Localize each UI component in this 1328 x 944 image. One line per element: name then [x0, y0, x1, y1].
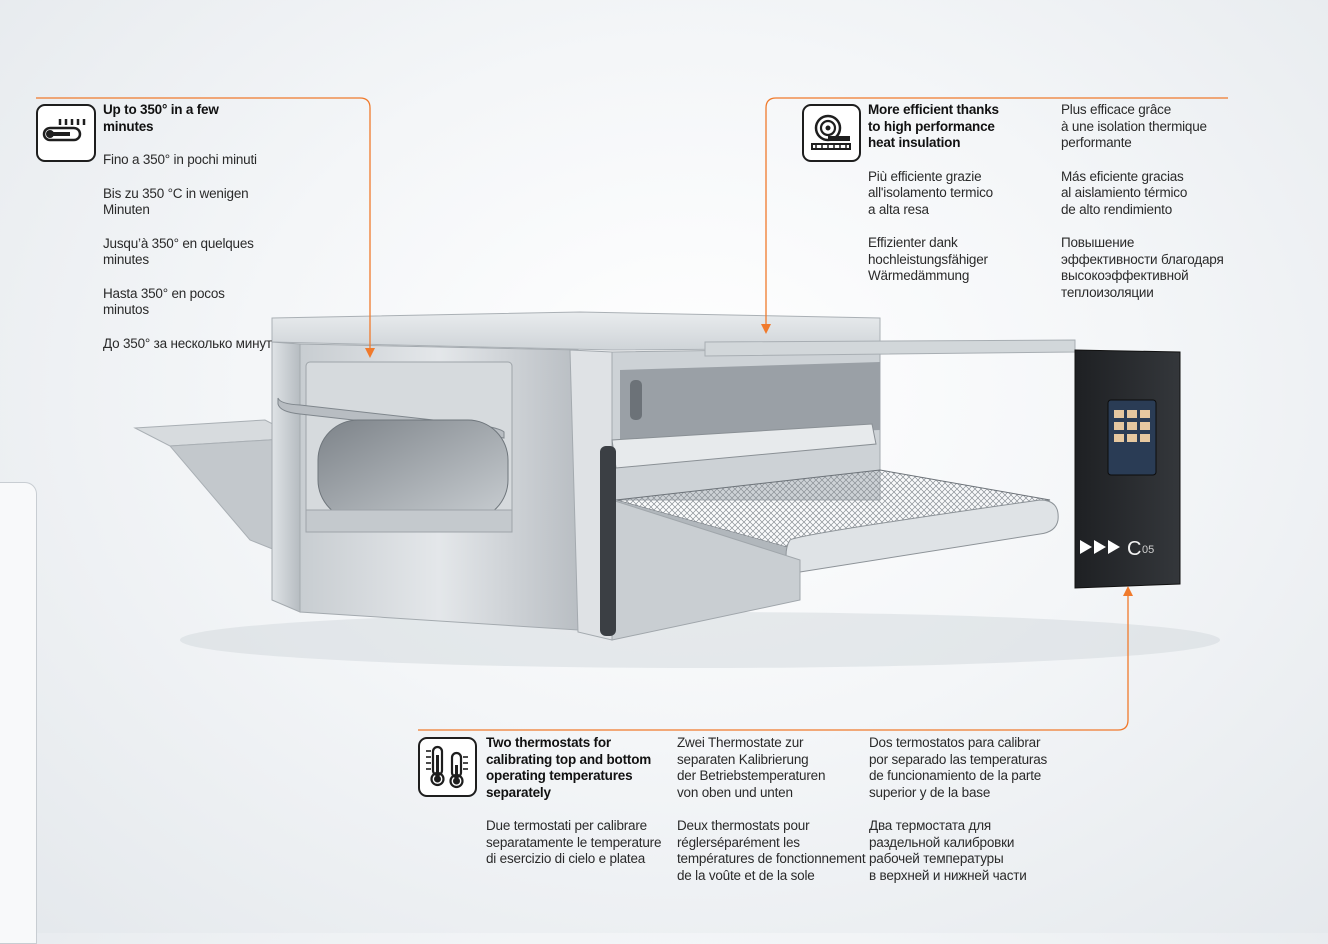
feature-thermostats-fr: Deux thermostats pour réglerséparément l… [677, 818, 866, 883]
feature-heat-title: Up to 350° in a few minutes [103, 102, 219, 134]
feature-thermostats-col2: Zwei Thermostate zur separaten Kalibrier… [677, 735, 867, 901]
feature-thermostats-de: Zwei Thermostate zur separaten Kalibrier… [677, 735, 826, 800]
feature-thermostats-title: Two thermostats for calibrating top and … [486, 735, 652, 800]
feature-insulation-col2: Plus efficace grâce à une isolation ther… [1061, 102, 1251, 318]
feature-thermostats-es: Dos termostatos para calibrar por separa… [869, 735, 1048, 800]
brand-mark: C [1127, 538, 1141, 560]
feature-insulation-de: Effizienter dank hochleistungsfähiger Wä… [868, 235, 988, 283]
thermometer-heat-icon [36, 104, 96, 162]
feature-insulation-fr: Plus efficace grâce à une isolation ther… [1061, 102, 1207, 150]
feature-heat-es: Hasta 350° en pocos minutos [103, 285, 225, 318]
feature-heat-it: Fino a 350° in pochi minuti [103, 152, 257, 167]
insulation-roll-icon [802, 104, 861, 162]
feature-heat-de: Bis zu 350 °C in wenigen Minuten [103, 185, 249, 218]
feature-insulation-es: Más eficiente gracias al aislamiento tér… [1061, 168, 1188, 217]
brand-suffix: 05 [1142, 544, 1154, 556]
feature-heat-text: Up to 350° in a few minutes Fino a 350° … [103, 102, 303, 369]
feature-heat-fr: Jusqu’à 350° en quelques minutes [103, 235, 254, 268]
feature-insulation-it: Più efficiente grazie all'isolamento ter… [868, 168, 993, 217]
side-page-tab [0, 482, 37, 944]
feature-insulation-title: More efficient thanks to high performanc… [868, 102, 999, 150]
feature-thermostats-col3: Dos termostatos para calibrar por separa… [869, 735, 1069, 901]
feature-heat-ru: До 350° за несколько минут [103, 335, 272, 351]
feature-thermostats-col1: Two thermostats for calibrating top and … [486, 735, 676, 885]
feature-insulation-ru: Повышение эффективности благодаря высоко… [1061, 235, 1224, 300]
feature-thermostats-it: Due termostati per calibrare separatamen… [486, 818, 662, 866]
feature-thermostats-ru: Два термостата для раздельной калибровки… [869, 818, 1027, 883]
dual-thermometer-icon [418, 737, 477, 797]
feature-insulation-col1: More efficient thanks to high performanc… [868, 102, 1048, 302]
